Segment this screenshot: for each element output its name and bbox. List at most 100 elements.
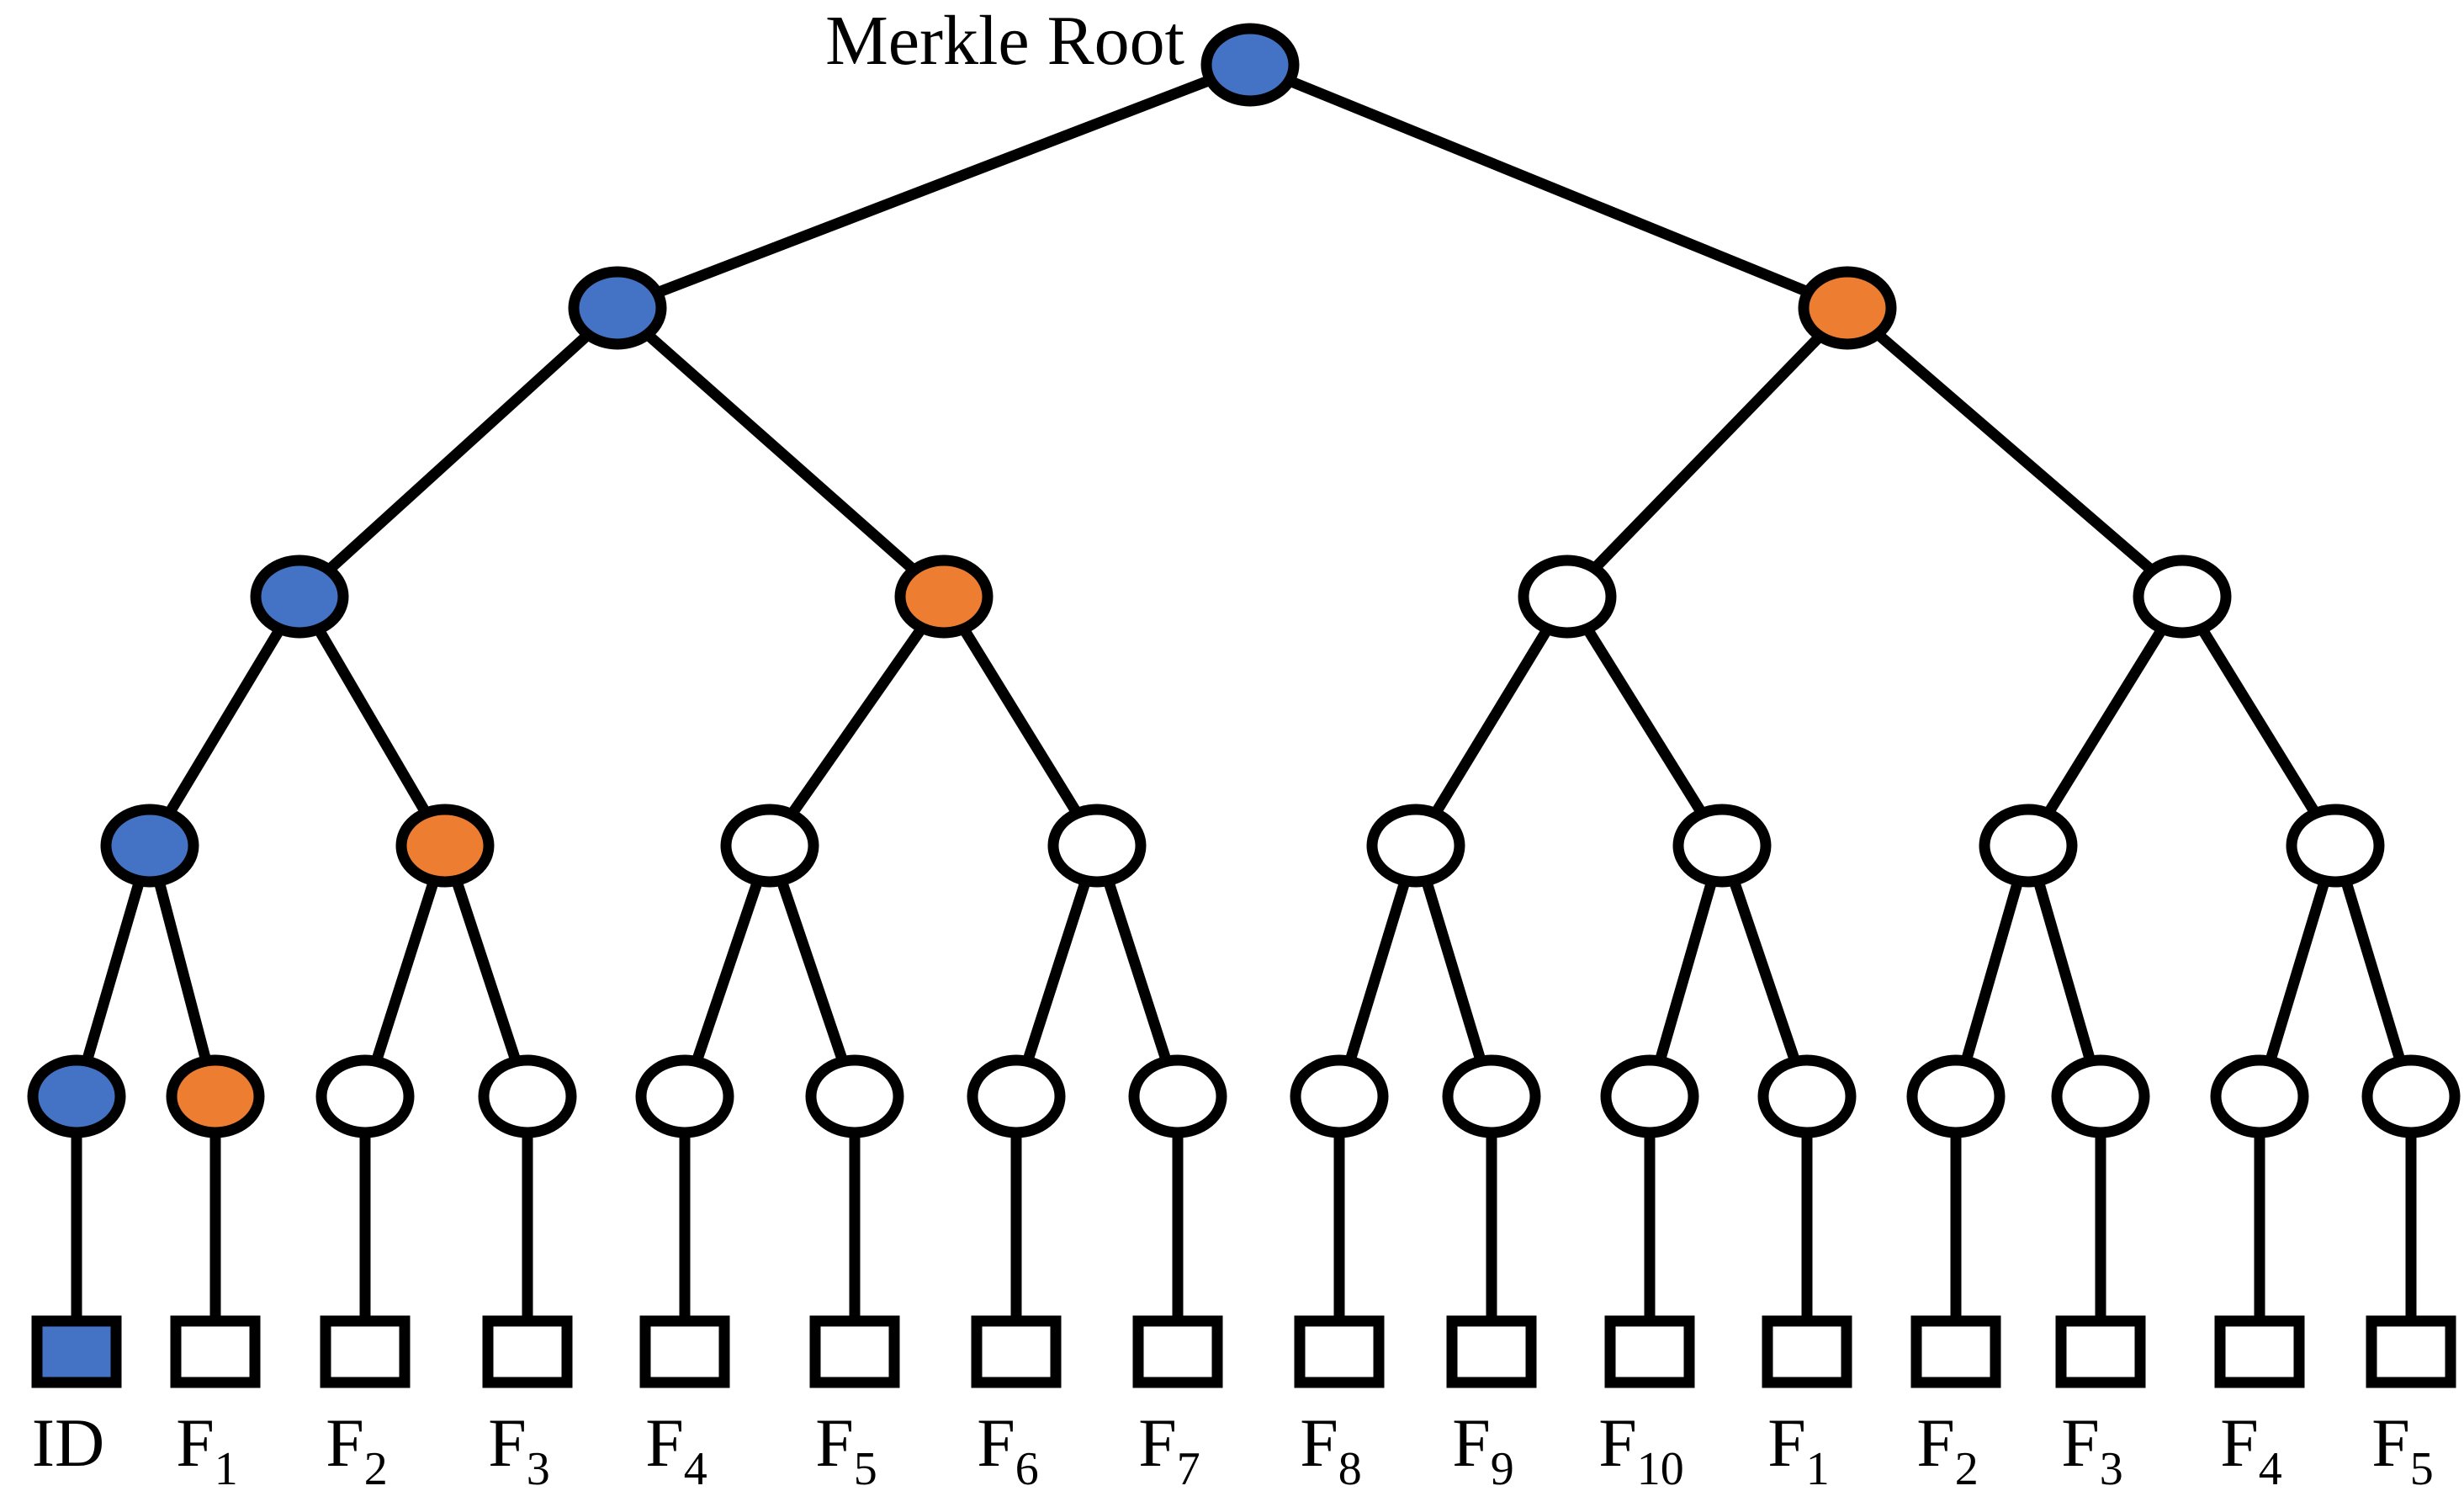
tree-edge (359, 844, 451, 1098)
leaf-label: F10 (1598, 1404, 1684, 1495)
hash-node-white (315, 1054, 415, 1138)
leaf-label-subscript: 1 (1806, 1443, 1830, 1495)
leaf-label: F5 (2371, 1404, 2434, 1495)
leaf-square (1910, 1315, 2001, 1388)
hash-node-white (1366, 804, 1465, 888)
leaf-label-subscript: 2 (364, 1443, 388, 1495)
tree-edge (1562, 593, 1727, 849)
leaf-square (2055, 1315, 2146, 1388)
hash-node-white (2051, 1054, 2150, 1138)
tree-edge (439, 843, 533, 1099)
leaf-square (1132, 1315, 1223, 1388)
hash-node-blue (250, 555, 349, 639)
leaf-square (809, 1315, 900, 1388)
diagram-title: Merkle Root (825, 2, 1184, 80)
leaf-square (320, 1315, 411, 1388)
tree-edge (1091, 844, 1184, 1098)
leaf-square (639, 1315, 730, 1388)
tree-edge (613, 304, 948, 601)
tree-edge (1010, 844, 1103, 1098)
leaf-label-subscript: 4 (2259, 1443, 2282, 1495)
tree-edge (1843, 304, 2186, 601)
leaf-label-subscript: 3 (527, 1443, 550, 1495)
leaf-label: F3 (2061, 1404, 2123, 1495)
leaf-square (2214, 1315, 2305, 1388)
tree-edge (71, 844, 156, 1098)
hash-node-white (1290, 1054, 1389, 1138)
hash-node-white (1128, 1054, 1227, 1138)
leaf-label: F3 (488, 1404, 550, 1495)
hash-node-white (1442, 1054, 1541, 1138)
leaf-square (31, 1315, 122, 1388)
tree-edge (2329, 844, 2417, 1098)
hash-node-white (2286, 804, 2385, 888)
leaf-label: F1 (1767, 1404, 1830, 1495)
tree-edge (2254, 844, 2341, 1098)
leaf-square (1604, 1315, 1695, 1388)
leaf-label: ID (32, 1404, 105, 1481)
leaf-square (482, 1315, 573, 1388)
leaf-label-subscript: 1 (215, 1443, 238, 1495)
tree-edge (144, 844, 221, 1098)
hash-node-white (478, 1054, 577, 1138)
tree-edge (295, 304, 622, 601)
tree-edge (939, 593, 1102, 849)
hash-node-blue (27, 1054, 126, 1138)
hash-node-white (1757, 1054, 1857, 1138)
tree-edge (145, 593, 305, 849)
hash-node-white (720, 804, 819, 888)
tree-edge (1644, 844, 1728, 1098)
tree-edge (1248, 59, 1850, 314)
leaf-label: F6 (977, 1404, 1039, 1495)
leaf-label-subscript: 7 (1177, 1443, 1200, 1495)
tree-edge (764, 843, 861, 1099)
leaf-label-subscript: 9 (1491, 1443, 1514, 1495)
leaf-label-subscript: 5 (2410, 1443, 2434, 1495)
hash-node-white (1518, 555, 1617, 639)
leaf-label: F4 (2220, 1404, 2282, 1495)
leaf-square (2366, 1315, 2456, 1388)
tree-edge (2177, 593, 2340, 849)
leaf-label-subscript: 2 (1955, 1443, 1979, 1495)
leaf-squares-group (31, 1315, 2456, 1388)
nodes-group (27, 23, 2461, 1138)
leaf-square (1446, 1315, 1537, 1388)
leaf-label: F8 (1300, 1404, 1362, 1495)
hash-node-white (967, 1054, 1066, 1138)
hash-node-orange (1798, 266, 1897, 350)
tree-edge (765, 593, 949, 849)
hash-node-white (635, 1054, 734, 1138)
leaf-label: F5 (815, 1404, 877, 1495)
hash-node-white (1047, 804, 1147, 888)
leaf-label: F2 (1916, 1404, 1979, 1495)
tree-edge (615, 59, 1253, 314)
hash-node-white (805, 1054, 904, 1138)
hash-node-white (1979, 804, 2078, 888)
tree-edge (294, 593, 450, 849)
tree-edge (1333, 844, 1422, 1098)
tree-edge (1716, 843, 1813, 1099)
leaf-label: F9 (1452, 1404, 1514, 1495)
hash-node-white (1600, 1054, 1699, 1138)
leaf-label-subscript: 10 (1637, 1443, 1684, 1495)
tree-edge (1950, 844, 2034, 1098)
hash-node-white (2133, 555, 2232, 639)
leaf-label: F7 (1138, 1404, 1200, 1495)
hash-node-blue (568, 266, 667, 350)
leaf-label: F4 (645, 1404, 707, 1495)
hash-node-white (2361, 1054, 2461, 1138)
hash-node-orange (894, 555, 994, 639)
hash-node-blue (100, 804, 199, 888)
hash-node-white (1672, 804, 1772, 888)
leaf-square (170, 1315, 261, 1388)
hash-node-orange (395, 804, 495, 888)
tree-edge (2022, 844, 2106, 1098)
leaf-square (1762, 1315, 1852, 1388)
tree-edge (1563, 304, 1852, 601)
leaf-label: F2 (326, 1404, 388, 1495)
tree-edge (1410, 844, 1497, 1098)
leaf-label-subscript: 3 (2100, 1443, 2123, 1495)
edges-group (71, 59, 2417, 1324)
